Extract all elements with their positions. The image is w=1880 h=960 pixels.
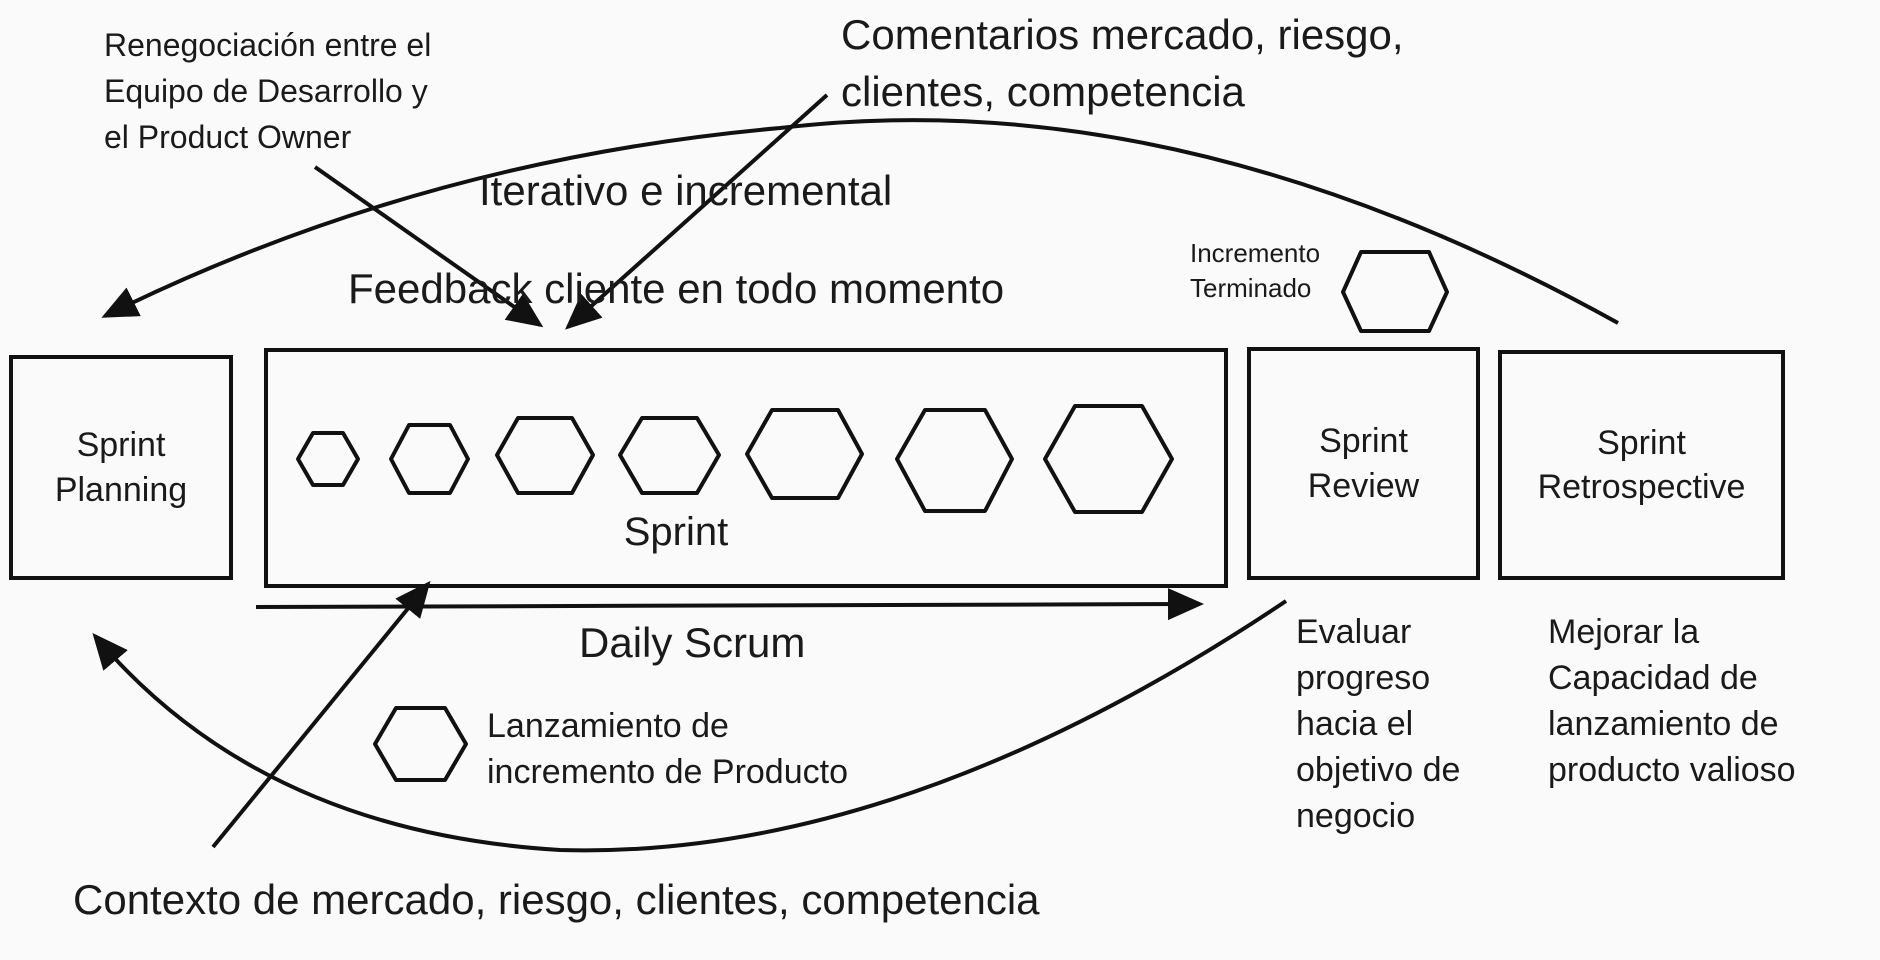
increment-done-note: Incremento Terminado	[1190, 238, 1321, 303]
daily-scrum-note: Daily Scrum	[579, 619, 806, 666]
iterative-note: Iterativo e incremental	[479, 167, 893, 214]
sprint-retrospective-label: Sprint Retrospective	[1537, 423, 1746, 506]
sprint-label: Sprint	[623, 510, 729, 554]
release-note: Lanzamiento de incremento de Producto	[487, 707, 848, 791]
increment-hexagon-7	[1043, 404, 1174, 514]
evaluate-note: Evaluar progreso hacia el objetivo de ne…	[1296, 613, 1461, 835]
context-arrow	[211, 580, 431, 849]
increment-hexagon-3	[495, 416, 595, 495]
context-note: Contexto de mercado, riesgo, clientes, c…	[73, 876, 1040, 923]
improve-note: Mejorar la Capacidad de lanzamiento de p…	[1548, 613, 1796, 789]
increment-hexagon-6	[895, 408, 1014, 513]
sprint-review-box: Sprint Review	[1247, 347, 1480, 580]
market-comments-note: Comentarios mercado, riesgo, clientes, c…	[841, 11, 1404, 115]
renegotiation-note: Renegociación entre el Equipo de Desarro…	[104, 27, 432, 155]
renegotiation-arrow	[313, 165, 544, 328]
increment-hexagon-5	[745, 408, 864, 500]
increment-hexagon-4	[618, 416, 721, 495]
increment-hexagon-1	[296, 431, 360, 487]
release-hexagon	[373, 706, 468, 782]
increment-hexagon-2	[389, 423, 470, 495]
sprint-planning-box: Sprint Planning	[9, 355, 233, 580]
market-comments-arrow	[565, 93, 829, 330]
feedback-loop-bottom-arrow	[92, 599, 1288, 853]
feedback-note: Feedback cliente en todo momento	[348, 265, 1005, 312]
increment-done-hexagon	[1341, 250, 1449, 333]
daily-scrum-arrow	[255, 588, 1204, 621]
sprint-planning-label: Sprint Planning	[54, 426, 188, 509]
sprint-box: Sprint	[264, 348, 1228, 588]
sprint-retrospective-box: Sprint Retrospective	[1498, 350, 1785, 580]
sprint-review-label: Sprint Review	[1307, 422, 1420, 505]
